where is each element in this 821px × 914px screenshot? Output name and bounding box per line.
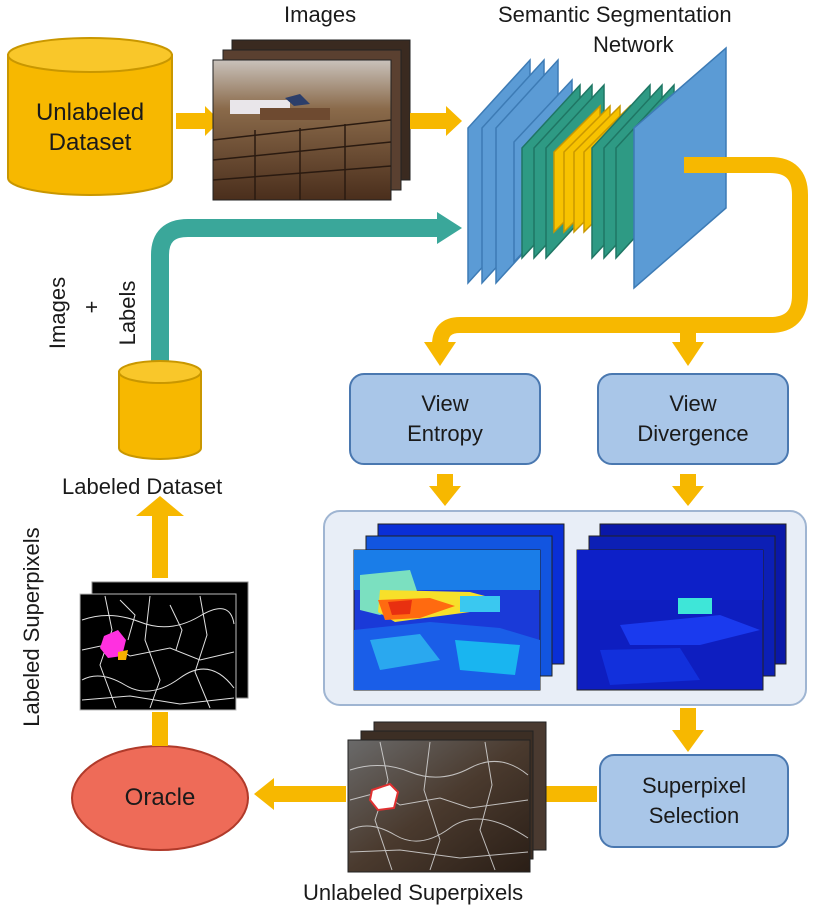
view-divergence-line1: View bbox=[669, 391, 717, 416]
network-label-line2: Network bbox=[593, 32, 674, 57]
arrow-divergence-to-maps bbox=[672, 474, 704, 506]
view-entropy-line2: Entropy bbox=[407, 421, 483, 446]
unlabeled-dataset-line1: Unlabeled bbox=[35, 99, 145, 126]
network-label-line1: Semantic Segmentation bbox=[498, 2, 732, 27]
images-label-vertical: Images bbox=[45, 276, 70, 350]
view-divergence-box: View Divergence bbox=[598, 374, 788, 464]
arrow-superpixels-to-labeled-dataset bbox=[136, 496, 184, 578]
superpixel-selection-box: Superpixel Selection bbox=[600, 755, 788, 847]
view-entropy-line1: View bbox=[421, 391, 469, 416]
image-stack bbox=[212, 39, 411, 201]
plus-label-vertical: + bbox=[79, 300, 104, 314]
oracle-label: Oracle bbox=[124, 784, 196, 811]
labeled-superpixels-label: Labeled Superpixels bbox=[19, 527, 44, 727]
superpixel-selection-line1: Superpixel bbox=[642, 773, 746, 798]
labeled-dataset-cylinder bbox=[118, 360, 202, 460]
arrow-superpixels-to-oracle bbox=[254, 778, 346, 810]
arrow-entropy-to-maps bbox=[429, 474, 461, 506]
arrow-labeled-to-network bbox=[151, 212, 462, 362]
labels-label-vertical: Labels bbox=[115, 280, 140, 346]
arrow-selection-to-superpixels bbox=[537, 786, 597, 802]
unlabeled-dataset-line2: Dataset bbox=[48, 129, 132, 156]
view-divergence-box-shape bbox=[597, 373, 789, 465]
arrow-images-to-network bbox=[410, 106, 462, 136]
superpixel-selection-box-shape bbox=[599, 754, 789, 848]
view-entropy-box-shape bbox=[349, 373, 541, 465]
images-label: Images bbox=[284, 2, 357, 27]
arrow-oracle-to-labeled-superpixels bbox=[152, 712, 168, 746]
unlabeled-dataset-label: Unlabeled Dataset bbox=[8, 88, 172, 168]
superpixel-selection-line2: Selection bbox=[648, 803, 740, 828]
view-divergence-line2: Divergence bbox=[637, 421, 749, 446]
arrow-network-to-views bbox=[424, 157, 808, 366]
view-entropy-box: View Entropy bbox=[350, 374, 540, 464]
network-layers bbox=[467, 46, 727, 290]
labeled-dataset-label: Labeled Dataset bbox=[62, 474, 223, 499]
unlabeled-superpixel-stack bbox=[347, 721, 547, 873]
unlabeled-superpixels-label: Unlabeled Superpixels bbox=[303, 880, 524, 905]
unlabeled-dataset-cylinder bbox=[7, 37, 173, 196]
entropy-map-stack bbox=[353, 523, 565, 691]
arrow-maps-to-selection bbox=[672, 708, 704, 752]
divergence-map-stack bbox=[576, 523, 787, 691]
labeled-superpixel-stack bbox=[79, 581, 249, 711]
